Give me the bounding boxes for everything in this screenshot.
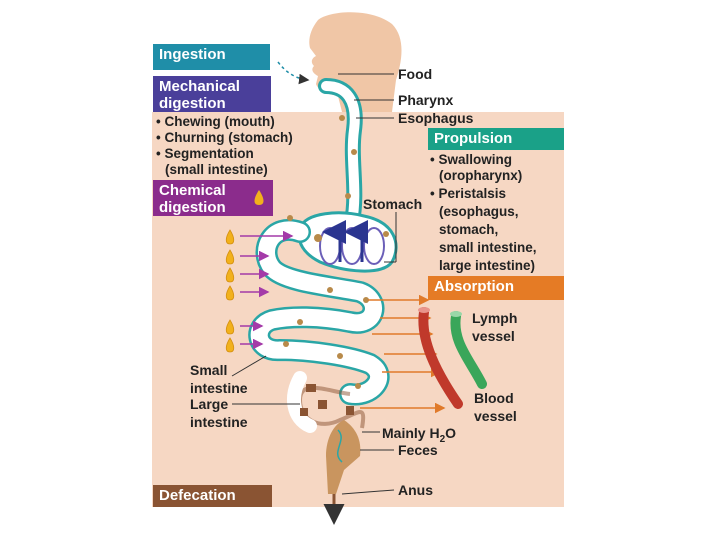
chemical-arrows xyxy=(240,230,294,350)
absorption-arrows xyxy=(360,294,446,414)
chemical-digestion-banner: Chemical digestion xyxy=(153,180,273,216)
small-intestine-label-1: Small xyxy=(190,362,228,378)
blood-vessel-label-2: vessel xyxy=(474,408,517,424)
swallowing-detail: (oropharynx) xyxy=(439,168,523,183)
rectum xyxy=(326,420,361,494)
water-subscript: 2 xyxy=(439,433,446,445)
blood-vessel-label-1: Blood xyxy=(474,390,514,406)
chewing-item: • Chewing (mouth) xyxy=(156,114,275,129)
enzyme-drop-icon xyxy=(254,190,264,205)
absorption-banner: Absorption xyxy=(428,276,564,300)
anus-label: Anus xyxy=(398,482,433,498)
leader-lines xyxy=(231,73,397,495)
chemical-digestion-label: Chemical digestion xyxy=(159,182,226,216)
ingestion-arrow xyxy=(277,61,310,85)
large-intestine-label-1: Large xyxy=(190,396,229,412)
blood-vessel xyxy=(418,307,463,409)
segmentation-item: • Segmentation xyxy=(156,146,254,161)
feces-label: Feces xyxy=(398,442,438,458)
stomach-label: Stomach xyxy=(363,196,423,212)
large-intestine-label-2: intestine xyxy=(190,414,248,430)
water-label-text: Mainly H xyxy=(382,425,440,441)
peristalsis-detail-4: large intestine) xyxy=(439,258,536,273)
ingestion-banner: Ingestion xyxy=(153,44,270,70)
lymph-vessel-label-1: Lymph xyxy=(472,310,518,326)
propulsion-banner: Propulsion xyxy=(428,128,564,150)
peristalsis-detail-2: stomach, xyxy=(439,222,499,237)
segmentation-detail: (small intestine) xyxy=(165,162,268,177)
water-label: Mainly H2O xyxy=(382,425,456,448)
esophagus-label: Esophagus xyxy=(398,110,474,126)
food-label: Food xyxy=(398,66,433,82)
churning-item: • Churning (stomach) xyxy=(156,130,293,145)
peristalsis-detail-3: small intestine, xyxy=(439,240,537,255)
defecation-banner: Defecation xyxy=(153,485,272,507)
pharynx-label: Pharynx xyxy=(398,92,454,108)
mechanical-digestion-banner: Mechanical digestion xyxy=(153,76,271,112)
peristalsis-detail-1: (esophagus, xyxy=(439,204,519,219)
swallowing-item: • Swallowing xyxy=(430,152,512,167)
peristalsis-item: • Peristalsis xyxy=(430,186,507,201)
small-intestine-label-2: intestine xyxy=(190,380,248,396)
lymph-vessel-label-2: vessel xyxy=(472,328,515,344)
food-particles xyxy=(283,115,389,416)
water-label-o: O xyxy=(445,425,457,441)
lymph-vessel xyxy=(450,311,487,389)
